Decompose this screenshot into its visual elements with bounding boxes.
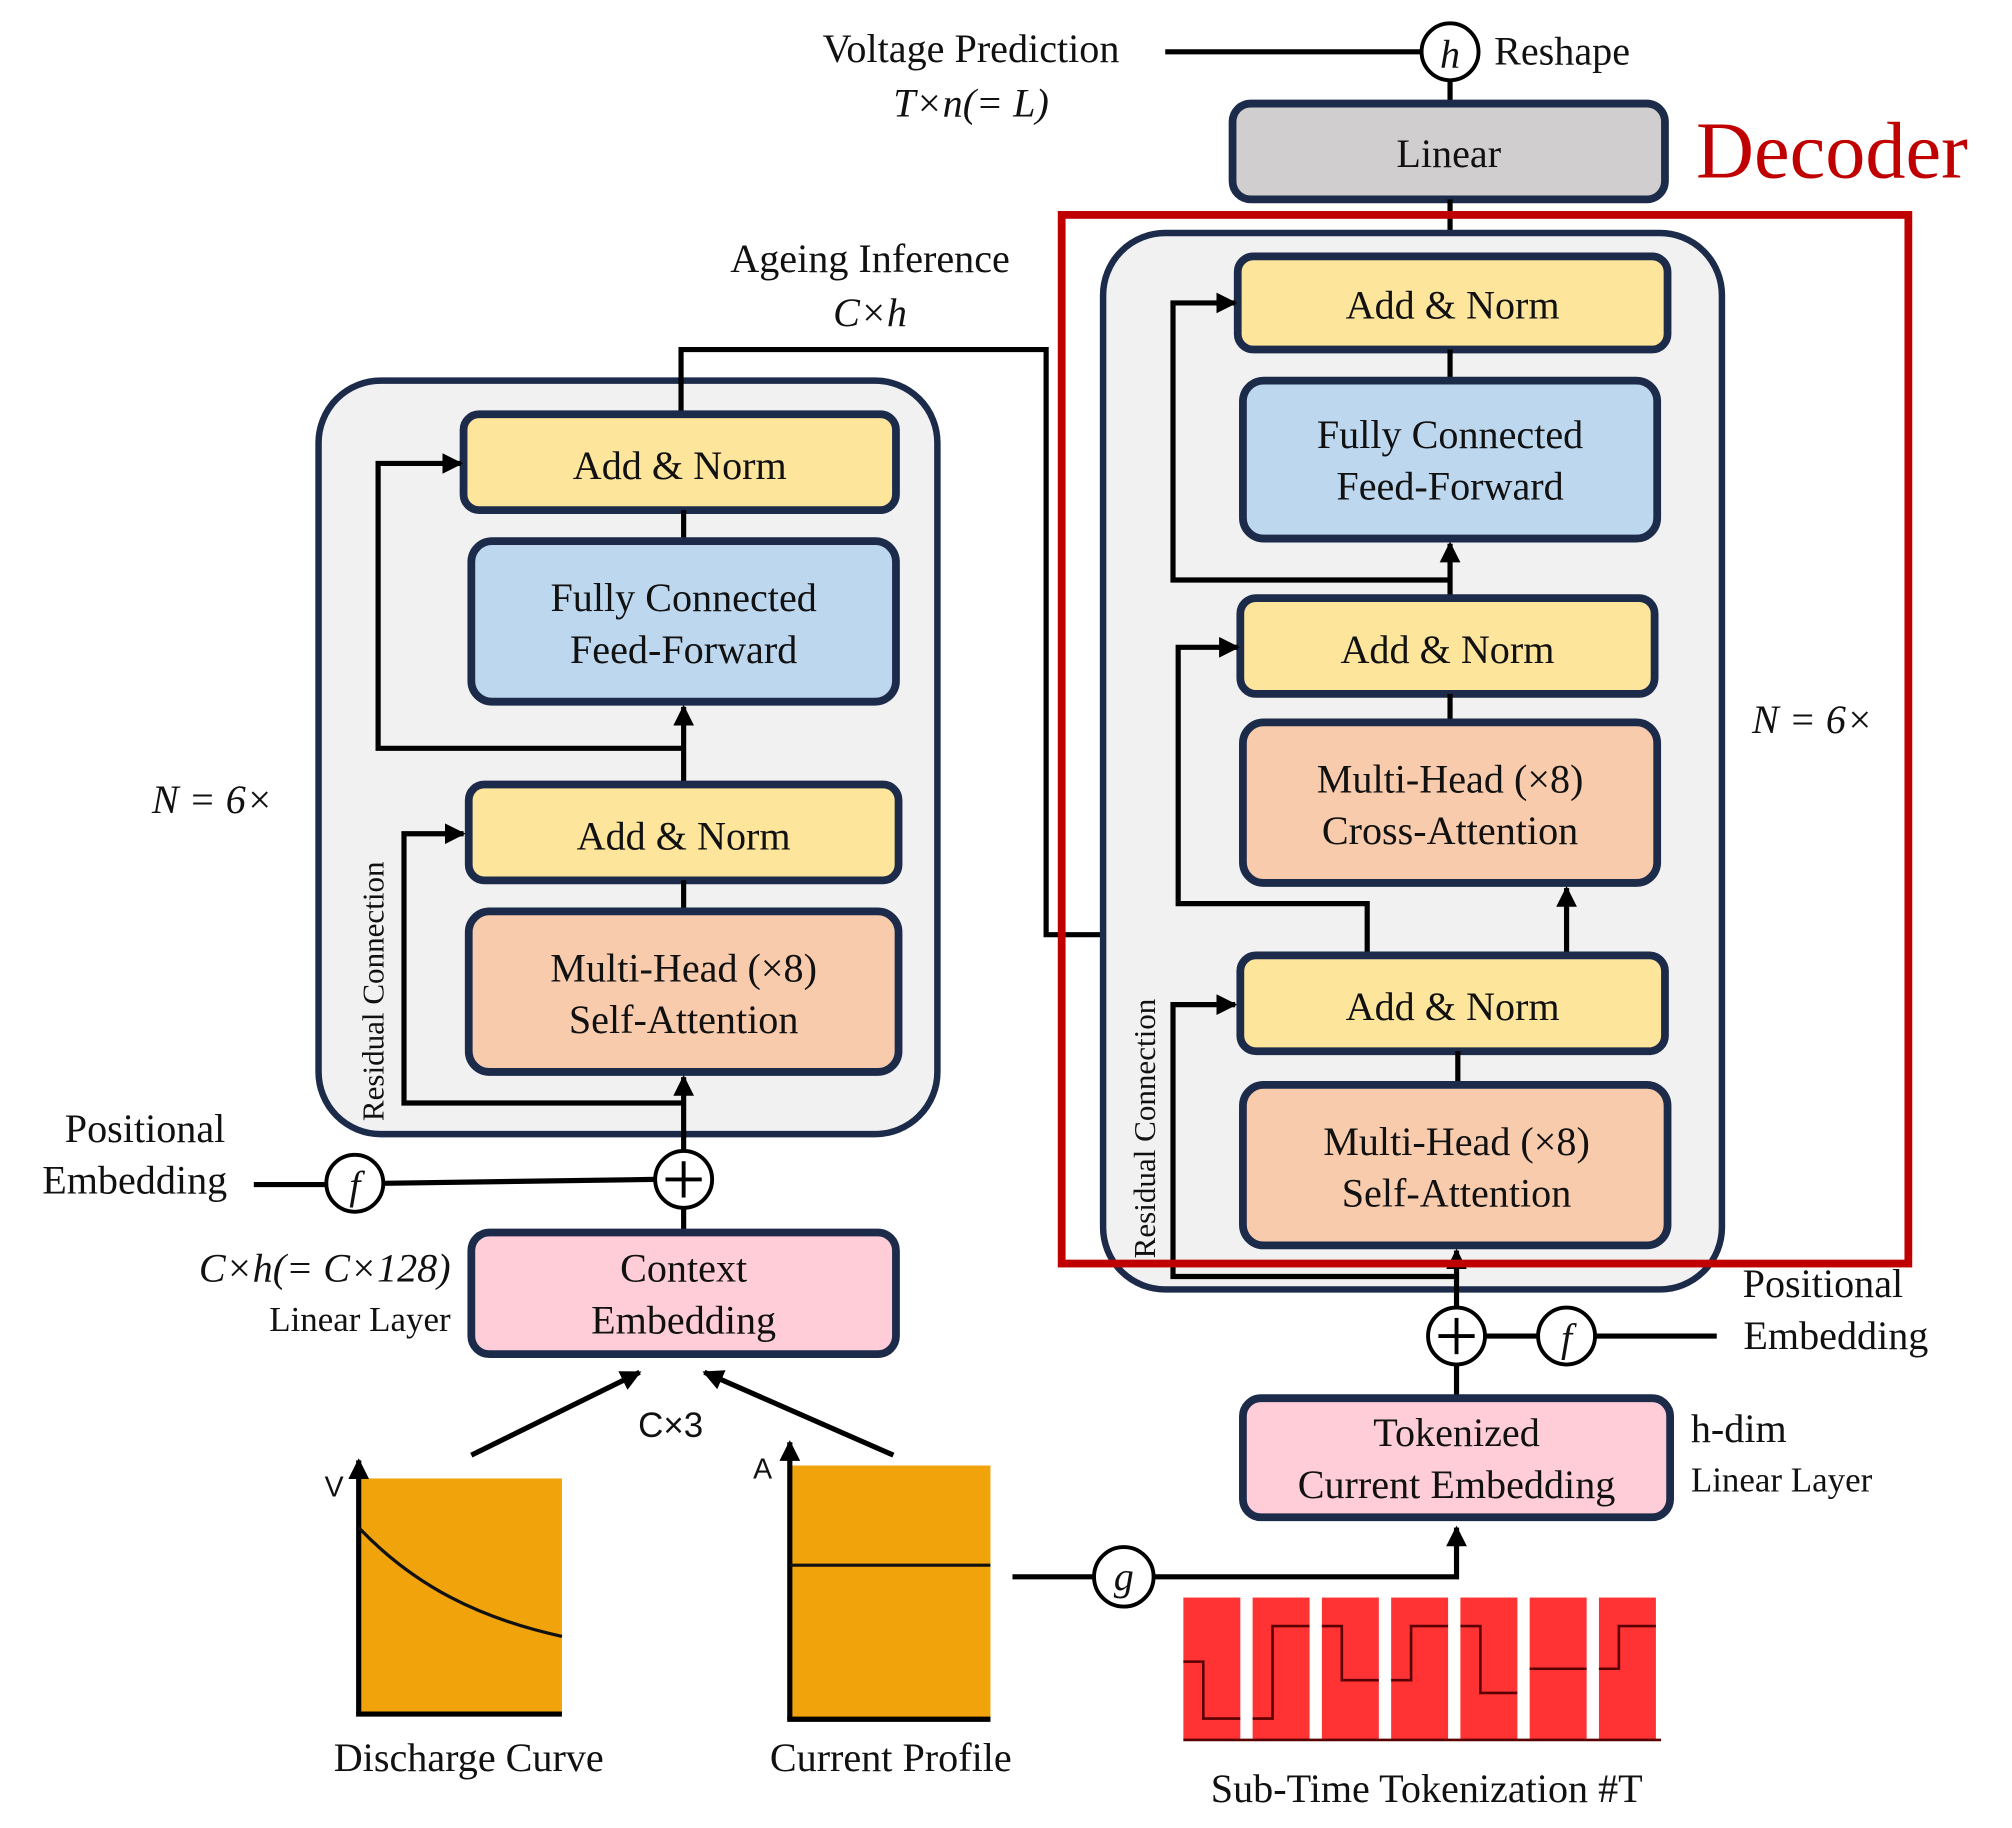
tok-line2: Current Embedding (1298, 1462, 1616, 1507)
encoder-feed-forward (467, 537, 900, 706)
decoder-self-line2: Self-Attention (1342, 1171, 1572, 1216)
decoder-pos-line2: Embedding (1743, 1313, 1928, 1358)
ageing-inference-label: Ageing Inference (730, 236, 1010, 281)
decoder-title: Decoder (1696, 106, 1968, 195)
token-segment (1252, 1597, 1310, 1740)
discharge-curve-plot: V (325, 1458, 563, 1717)
discharge-plot-area (358, 1478, 562, 1715)
token-step-line (1252, 1624, 1310, 1720)
linear-label: Linear (1396, 131, 1501, 176)
token-step-line (1460, 1624, 1518, 1695)
encoder-residual-top (375, 453, 684, 751)
token-step-line (1598, 1624, 1656, 1671)
encoder-pos-line1: Positional (65, 1106, 226, 1151)
sub-time-token-plot (1183, 1597, 1662, 1742)
decoder-cross-attention (1239, 718, 1662, 887)
g-symbol: g (1114, 1554, 1134, 1599)
encoder-attn-line1: Multi-Head (×8) (550, 945, 817, 990)
reshape-symbol: h (1440, 31, 1460, 76)
decoder-add-norm-bottom-label: Add & Norm (1346, 984, 1560, 1029)
ageing-shape-label: C×h (833, 290, 907, 335)
token-segment (1321, 1597, 1379, 1740)
decoder-highlight-box (1057, 211, 1913, 1268)
encoder-attn-line2: Self-Attention (569, 997, 799, 1042)
decoder-residual-bottom (1170, 994, 1457, 1280)
tokenized-embedding-block (1239, 1394, 1675, 1522)
encoder-residual-bottom (401, 823, 684, 1106)
voltage-shape-label: T×n(= L) (893, 81, 1049, 126)
context-embedding-block (467, 1228, 900, 1359)
ctx-line1: Context (620, 1246, 747, 1291)
reshape-label: Reshape (1494, 29, 1630, 74)
ctx-shape-label: C×h(= C×128) (199, 1246, 451, 1291)
encoder-add-norm-bottom-label: Add & Norm (577, 813, 791, 858)
ctx-line2: Embedding (591, 1297, 776, 1342)
decoder-ff-line1: Fully Connected (1317, 412, 1583, 457)
discharge-axis-label: V (325, 1472, 344, 1504)
decoder-add-norm-top-label: Add & Norm (1346, 282, 1560, 327)
encoder-pos-line2: Embedding (42, 1158, 227, 1203)
decoder-ff-line2: Feed-Forward (1336, 464, 1563, 509)
current-plot-area (789, 1465, 991, 1720)
voltage-prediction-label: Voltage Prediction (823, 26, 1120, 71)
tok-line1: Tokenized (1373, 1410, 1540, 1455)
current-profile-label: Current Profile (770, 1735, 1012, 1780)
wire (383, 1176, 656, 1186)
decoder-cross-line1: Multi-Head (×8) (1317, 756, 1584, 801)
encoder-add-norm-top-label: Add & Norm (573, 443, 787, 488)
encoder-self-attention (464, 907, 903, 1076)
decoder-self-line1: Multi-Head (×8) (1323, 1119, 1590, 1164)
token-segment (1460, 1597, 1518, 1740)
encoder-add-norm-top (459, 410, 900, 514)
discharge-input-arrow (470, 1369, 642, 1458)
tokenization-label: Sub-Time Tokenization #T (1211, 1766, 1643, 1811)
current-axis-label: A (753, 1453, 772, 1485)
ctx-layer-label: Linear Layer (269, 1300, 451, 1339)
token-segment (1183, 1597, 1241, 1740)
token-step-line (1183, 1660, 1241, 1720)
decoder-feed-forward (1239, 376, 1662, 543)
decoder-residual-mid (1175, 636, 1370, 956)
decoder-repeat-label: N = 6× (1751, 697, 1873, 742)
decoder-residual-label: Residual Connection (1127, 998, 1162, 1258)
encoder-ff-line2: Feed-Forward (570, 627, 797, 672)
input-shape-label: C×3 (638, 1406, 703, 1445)
current-profile-plot: A (753, 1440, 991, 1722)
decoder-cross-line2: Cross-Attention (1322, 808, 1578, 853)
encoder-residual-label: Residual Connection (355, 861, 390, 1121)
decoder-add-norm-mid-label: Add & Norm (1340, 627, 1554, 672)
decoder-self-attention (1239, 1081, 1672, 1250)
decoder-residual-top (1170, 292, 1451, 583)
token-segment (1391, 1597, 1449, 1740)
tok-dim-label: h-dim (1691, 1406, 1787, 1451)
token-step-line (1391, 1624, 1449, 1682)
tok-layer-label: Linear Layer (1691, 1460, 1873, 1499)
tokenize-wire (1153, 1525, 1467, 1580)
decoder-pos-line1: Positional (1743, 1261, 1904, 1306)
discharge-curve-label: Discharge Curve (334, 1735, 604, 1780)
encoder-ff-line1: Fully Connected (550, 575, 816, 620)
discharge-curve-line (357, 1526, 563, 1638)
encoder-repeat-label: N = 6× (151, 777, 273, 822)
decoder-add-norm-bottom (1236, 951, 1669, 1056)
current-input-arrow (702, 1369, 895, 1458)
token-step-line (1321, 1624, 1379, 1682)
